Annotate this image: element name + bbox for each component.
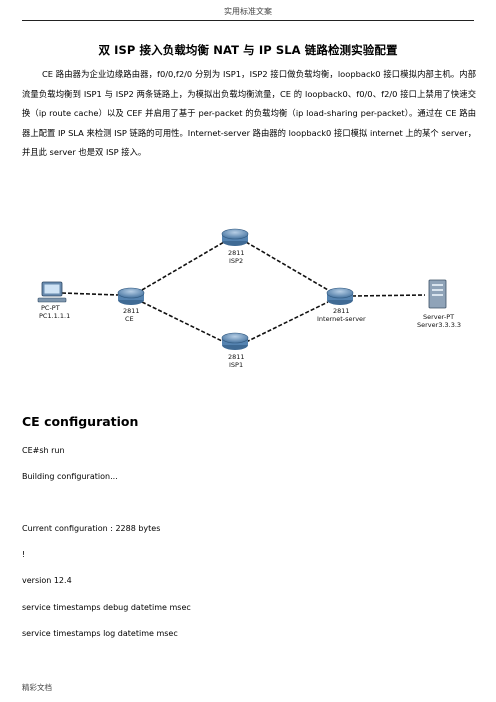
ce-name: CE xyxy=(125,315,134,323)
isp2-model: 2811 xyxy=(228,249,245,257)
internet-server-name: Internet-server xyxy=(317,315,366,323)
link-isp2-internet-server xyxy=(245,241,329,291)
config-line: service timestamps debug datetime msec xyxy=(22,603,191,612)
pc-sublabel: PC1.1.1.1 xyxy=(39,312,70,320)
config-line: ! xyxy=(22,550,26,559)
isp2-name: ISP2 xyxy=(229,257,243,265)
isp1-router-icon xyxy=(221,332,249,350)
link-internet-server-server xyxy=(351,294,426,297)
server-sublabel: Server3.3.3.3 xyxy=(417,321,461,329)
page-header: 实用标准文案 xyxy=(224,7,272,16)
config-line: Current configuration : 2288 bytes xyxy=(22,524,161,533)
link-isp1-internet-server xyxy=(245,301,329,343)
server-icon xyxy=(428,279,447,309)
isp2-router-icon xyxy=(221,228,249,246)
config-line: CE#sh run xyxy=(22,446,65,455)
ce-router-icon xyxy=(117,287,145,305)
ce-model: 2811 xyxy=(123,307,140,315)
intro-paragraph: CE 路由器为企业边缘路由器，f0/0,f2/0 分别为 ISP1，ISP2 接… xyxy=(22,65,476,163)
pc-icon xyxy=(37,281,67,303)
config-line: version 12.4 xyxy=(22,576,72,585)
section-heading: CE configuration xyxy=(22,414,139,429)
link-ce-isp1 xyxy=(141,301,225,343)
config-line: Building configuration... xyxy=(22,472,118,481)
link-pc-ce xyxy=(61,292,119,296)
internet-server-router-icon xyxy=(326,287,354,305)
network-topology-diagram: PC-PT PC1.1.1.1 2811 CE 2811 ISP2 2811 I… xyxy=(37,228,461,369)
internet-server-model: 2811 xyxy=(333,307,350,315)
isp1-model: 2811 xyxy=(228,353,245,361)
pc-name: PC-PT xyxy=(41,304,60,312)
header-divider xyxy=(22,20,474,21)
config-line: service timestamps log datetime msec xyxy=(22,629,178,638)
server-name: Server-PT xyxy=(423,313,454,321)
document-title: 双 ISP 接入负载均衡 NAT 与 IP SLA 链路检测实验配置 xyxy=(98,43,398,57)
page-footer: 精彩文档 xyxy=(22,683,52,692)
intro-text: CE 路由器为企业边缘路由器，f0/0,f2/0 分别为 ISP1，ISP2 接… xyxy=(22,69,476,158)
link-ce-isp2 xyxy=(141,241,225,291)
isp1-name: ISP1 xyxy=(229,361,243,369)
